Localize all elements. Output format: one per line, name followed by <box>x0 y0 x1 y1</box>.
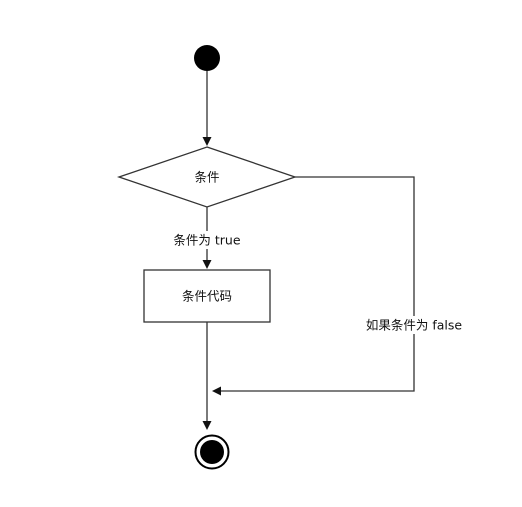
start-node <box>194 45 220 71</box>
end-node-inner-dot <box>200 440 224 464</box>
action-to-end-arrowhead <box>202 421 212 430</box>
false-branch-arrowhead <box>212 386 221 396</box>
false-branch-label-bg <box>355 316 473 334</box>
action-box <box>143 269 271 323</box>
action-label: 条件代码 <box>182 289 232 304</box>
true-branch-label: 条件为 true <box>173 233 240 248</box>
start-to-decision-arrowhead <box>202 137 212 146</box>
false-branch-label: 如果条件为 false <box>366 318 463 333</box>
true-branch-label-bg <box>167 231 247 249</box>
false-branch-connector <box>220 176 415 392</box>
true-branch-arrowhead <box>202 260 212 269</box>
decision-label: 条件 <box>194 170 219 185</box>
